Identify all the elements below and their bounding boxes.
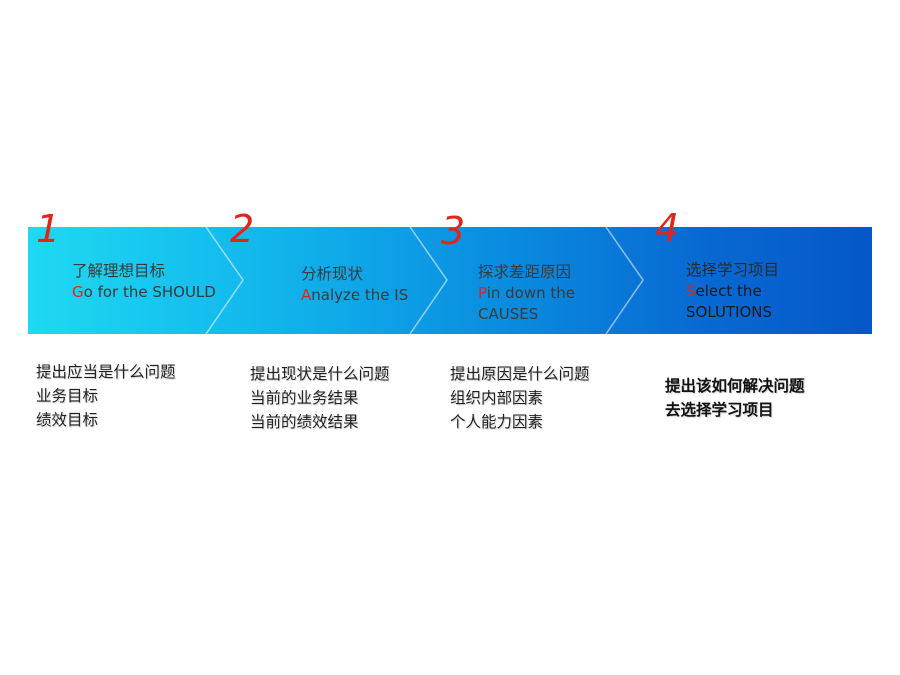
step-1-title-zh: 了解理想目标 (72, 262, 166, 280)
step-3-title-en: Pin down the CAUSES (478, 283, 608, 325)
step-1-number: 1 (36, 207, 61, 251)
step-1-desc-line: 业务目标 (36, 387, 99, 405)
step-3-description: 提出原因是什么问题 组织内部因素 个人能力因素 (450, 362, 590, 434)
step-2-title-zh: 分析现状 (301, 265, 364, 283)
step-4-desc-line: 去选择学习项目 (665, 401, 774, 419)
step-3-desc-line: 提出原因是什么问题 (450, 365, 590, 383)
chevron-divider-3 (605, 227, 644, 334)
step-1-desc-line: 绩效目标 (36, 411, 99, 429)
step-3-initial: P (478, 284, 487, 302)
step-2-number: 2 (230, 207, 255, 251)
step-3-number: 3 (441, 209, 466, 253)
process-band (28, 227, 872, 334)
step-4-title-en-rest: elect the SOLUTIONS (686, 282, 773, 321)
step-4-number: 4 (655, 206, 680, 250)
step-4-title: 选择学习项目 Select the SOLUTIONS (686, 260, 816, 323)
step-2-initial: A (301, 286, 312, 304)
step-4-initial: S (686, 282, 696, 300)
step-1-title-en: Go for the SHOULD (72, 282, 216, 303)
step-3-desc-line: 个人能力因素 (450, 413, 544, 431)
step-1-initial: G (72, 283, 84, 301)
step-3-title: 探求差距原因 Pin down the CAUSES (478, 262, 608, 325)
step-4-title-zh: 选择学习项目 (686, 261, 780, 279)
step-2-desc-line: 提出现状是什么问题 (250, 365, 390, 383)
step-3-title-en-rest: in down the CAUSES (478, 284, 576, 323)
step-4-desc-line: 提出该如何解决问题 (665, 377, 805, 395)
step-2-title: 分析现状 Analyze the IS (301, 264, 408, 306)
step-2-desc-line: 当前的绩效结果 (250, 413, 359, 431)
step-3-desc-line: 组织内部因素 (450, 389, 544, 407)
step-2-desc-line: 当前的业务结果 (250, 389, 359, 407)
chevron-divider-2 (409, 227, 448, 334)
step-2-description: 提出现状是什么问题 当前的业务结果 当前的绩效结果 (250, 362, 390, 434)
chevron-divider-1 (205, 227, 244, 334)
step-1-title-en-rest: o for the SHOULD (83, 283, 216, 301)
step-4-description: 提出该如何解决问题 去选择学习项目 (665, 374, 805, 422)
step-3-title-zh: 探求差距原因 (478, 263, 572, 281)
step-2-title-en: Analyze the IS (301, 285, 408, 306)
step-1-title: 了解理想目标 Go for the SHOULD (72, 261, 216, 303)
step-1-desc-line: 提出应当是什么问题 (36, 363, 176, 381)
step-2-title-en-rest: nalyze the IS (311, 286, 409, 304)
step-4-title-en: Select the SOLUTIONS (686, 281, 816, 323)
step-1-description: 提出应当是什么问题 业务目标 绩效目标 (36, 360, 176, 432)
chevron-dividers (205, 227, 644, 334)
